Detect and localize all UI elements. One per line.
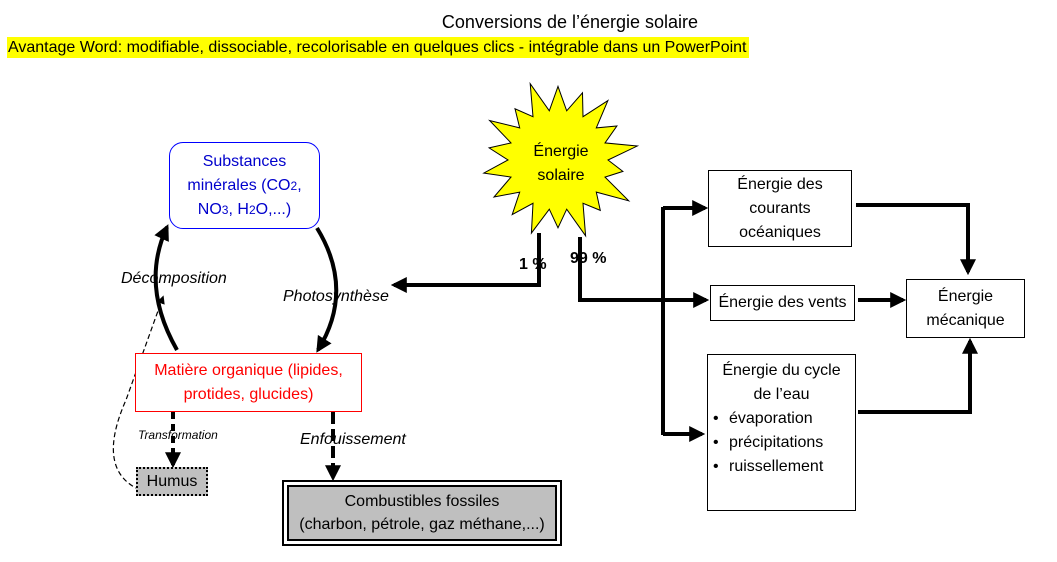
decomposition-label: Décomposition [121,270,227,287]
mechanical-energy-box: Énergie mécanique [906,279,1025,338]
photosynthesis-arrow [315,226,339,353]
sun-label: Énergie solaire [521,140,601,188]
currents-to-mechanical-arrow [856,203,976,276]
humus-box: Humus [136,467,208,496]
ocean-currents-box: Énergie des courants océaniques [708,170,852,247]
mechanical-line2: mécanique [926,311,1005,329]
mineral-line2: minérales (CO2, [187,176,302,194]
enfouissement-label: Enfouissement [300,431,406,448]
organic-line1: Matière organique (lipides, [154,361,343,379]
organic-matter-box: Matière organique (lipides, protides, gl… [135,353,362,412]
organic-line2: protides, glucides) [183,385,314,403]
mechanical-line1: Énergie [937,287,994,305]
water-cycle-list: évaporation précipitations ruissellement [708,407,855,479]
solar-to-photosynthesis-arrow [390,233,541,293]
fossil-fuels-box-outer: Combustibles fossiles (charbon, pétrole,… [282,480,562,546]
winds-label: Énergie des vents [718,294,847,311]
fossil-fuels-box: Combustibles fossiles (charbon, pétrole,… [287,485,557,541]
subtitle-highlight: Avantage Word: modifiable, dissociable, … [7,37,749,58]
water-cycle-item-evaporation: évaporation [710,407,855,431]
transformation-label: Transformation [138,428,218,442]
currents-line1: Énergie des [737,175,823,193]
fossil-line2: (charbon, pétrole, gaz méthane,...) [299,516,545,533]
mineral-line3: NO3, H2O,...) [197,200,292,218]
decomposition-arrow [153,224,179,351]
mineral-line1: Substances [202,152,287,170]
water-cycle-box: Énergie du cycle de l’eau évaporation pr… [707,354,856,511]
wind-energy-box: Énergie des vents [710,285,855,321]
currents-line2: courants [749,199,811,217]
percent-1-label: 1 % [519,256,547,273]
water-cycle-line2: de l’eau [753,386,810,403]
water-cycle-line1: Énergie du cycle [722,362,841,379]
humus-decomposition-dashed-arrow [112,295,165,491]
sun-burst-shape [482,81,640,238]
percent-99-label: 99 % [570,250,607,267]
mineral-substances-box: Substances minérales (CO2, NO3, H2O,...) [169,142,320,229]
water-to-mechanical-arrow [858,337,978,414]
currents-line3: océaniques [739,223,821,241]
water-cycle-item-runoff: ruissellement [710,455,855,479]
humus-label: Humus [146,472,198,490]
fossil-line1: Combustibles fossiles [344,493,500,510]
sun-label-line2: solaire [537,167,585,184]
water-cycle-item-precipitation: précipitations [710,431,855,455]
photosynthesis-label: Photosynthèse [283,288,389,305]
solar-99-line [578,237,663,302]
page-title: Conversions de l’énergie solaire [441,12,699,32]
sun-label-line1: Énergie [533,143,589,160]
